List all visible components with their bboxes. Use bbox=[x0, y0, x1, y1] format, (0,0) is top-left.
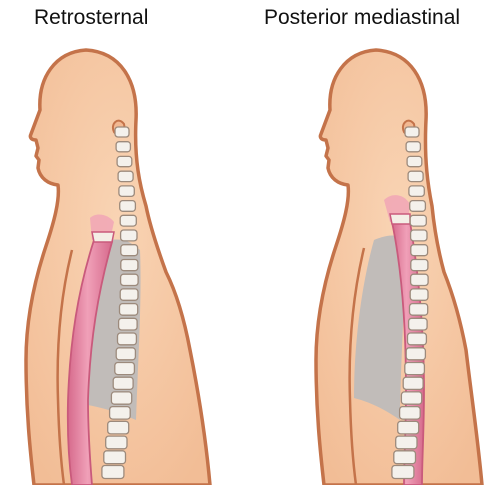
vertebra bbox=[119, 318, 138, 330]
vertebra bbox=[119, 186, 134, 197]
vertebra bbox=[121, 260, 138, 271]
vertebra bbox=[407, 156, 422, 166]
retrosternal-figure bbox=[26, 50, 210, 485]
cervical-anastomosis bbox=[390, 214, 410, 224]
vertebra bbox=[408, 333, 427, 345]
vertebra bbox=[120, 201, 136, 212]
vertebra bbox=[405, 363, 425, 375]
vertebra bbox=[410, 289, 428, 300]
vertebra bbox=[411, 245, 428, 256]
cervical-anastomosis bbox=[92, 232, 114, 242]
vertebra bbox=[392, 466, 414, 479]
vertebra bbox=[394, 451, 416, 464]
panel-title-retrosternal: Retrosternal bbox=[34, 6, 148, 30]
vertebra bbox=[403, 377, 423, 389]
vertebra bbox=[121, 245, 138, 256]
vertebra bbox=[118, 333, 137, 345]
vertebra bbox=[106, 436, 127, 449]
panel-title-posterior-mediastinal: Posterior mediastinal bbox=[264, 6, 460, 30]
vertebra bbox=[111, 392, 131, 404]
vertebra bbox=[409, 318, 428, 330]
vertebra bbox=[117, 156, 132, 166]
vertebra bbox=[120, 215, 136, 226]
vertebra bbox=[400, 407, 421, 420]
vertebra bbox=[113, 377, 133, 389]
vertebra bbox=[406, 348, 425, 360]
vertebra bbox=[396, 436, 417, 449]
vertebra bbox=[102, 466, 124, 479]
vertebra bbox=[115, 363, 135, 375]
vertebra bbox=[120, 304, 138, 316]
vertebra bbox=[411, 274, 429, 285]
vertebra bbox=[405, 127, 419, 137]
vertebra bbox=[110, 407, 131, 420]
vertebra bbox=[408, 171, 423, 181]
vertebra bbox=[121, 230, 137, 241]
vertebra bbox=[411, 260, 428, 271]
vertebra bbox=[401, 392, 421, 404]
vertebra bbox=[104, 451, 126, 464]
vertebra bbox=[120, 289, 138, 300]
vertebra bbox=[116, 348, 135, 360]
vertebra bbox=[410, 201, 426, 212]
vertebra bbox=[410, 215, 426, 226]
vertebra bbox=[411, 230, 427, 241]
vertebra bbox=[409, 186, 424, 197]
posterior-mediastinal-figure bbox=[316, 50, 482, 485]
vertebra bbox=[116, 142, 130, 152]
vertebra bbox=[410, 304, 428, 316]
vertebra bbox=[398, 421, 419, 434]
vertebra bbox=[121, 274, 139, 285]
vertebra bbox=[118, 171, 133, 181]
vertebra bbox=[108, 421, 129, 434]
vertebra bbox=[406, 142, 420, 152]
vertebra bbox=[115, 127, 129, 137]
